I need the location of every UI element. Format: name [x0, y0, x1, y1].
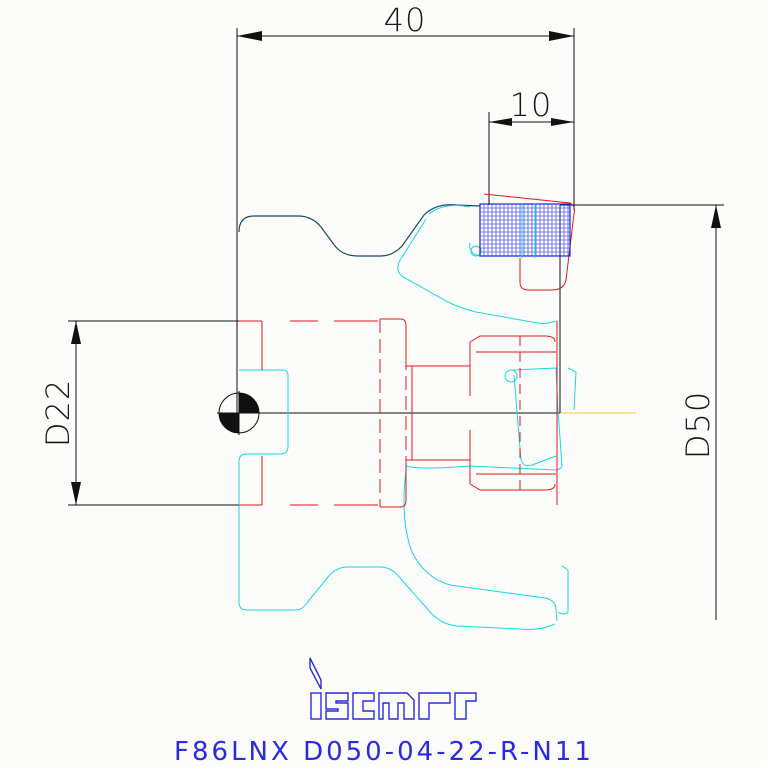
tool-body-cyan	[238, 205, 577, 630]
hidden-bore-features	[239, 193, 575, 508]
insert-cross-hatch	[479, 203, 571, 258]
dimension-label-10: 10	[510, 86, 553, 124]
iscar-logo: iscar	[309, 657, 477, 720]
dimension-label-40: 40	[384, 1, 427, 39]
center-mark-icon	[217, 391, 261, 435]
model-code: F86LNX D050-04-22-R-N11	[174, 737, 594, 767]
tool-body-top-outline	[238, 204, 481, 257]
dimension-d50: D50	[560, 204, 724, 620]
dimension-10: 10	[488, 86, 574, 205]
dimension-label-d22: D22	[39, 379, 77, 447]
dimension-label-d50: D50	[679, 391, 717, 459]
dimension-40: 40	[236, 1, 575, 420]
dimension-d22: D22	[39, 320, 262, 506]
centerline-group	[237, 205, 636, 414]
